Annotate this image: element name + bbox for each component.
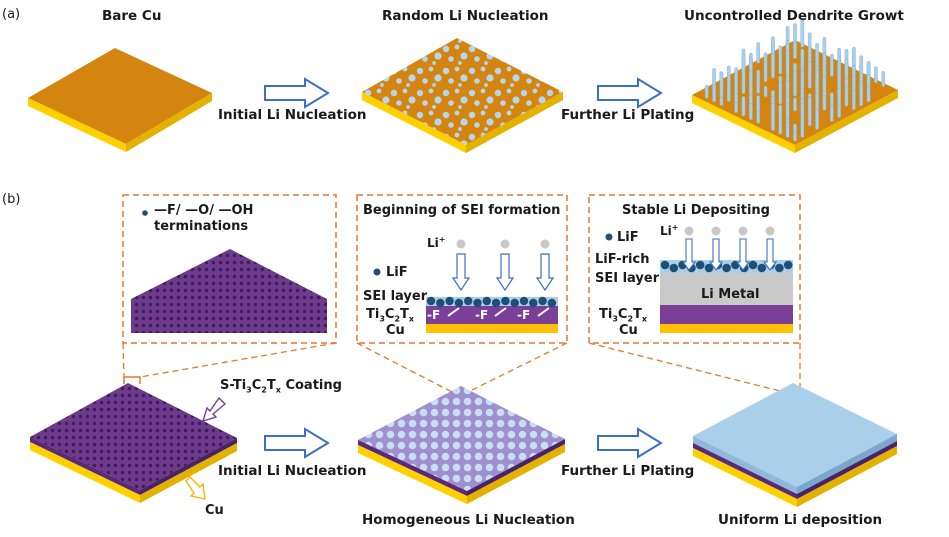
dendrite-cluster [704,17,886,142]
stage-uniform: Uniform Li deposition [718,512,883,528]
arrow-b1 [264,427,330,459]
inset2-title: Beginning of SEI formation [363,203,561,218]
inset3-li-metal: Li Metal [701,287,760,302]
arrow-b1-label: Initial Li Nucleation [218,463,367,479]
inset3-lif: LiF [617,230,639,245]
stage-bare-cu: Bare Cu [102,8,162,24]
inset2-f2: -F [475,308,489,322]
inset2-f3: -F [517,308,531,322]
stage-dendrite-growth: Uncontrolled Dendrite Growth [684,8,904,24]
cu-pointer-arrow [185,476,206,500]
stage-random-nucleation: Random Li Nucleation [382,8,549,24]
coating-label: S-Ti3C2Tx Coating [220,378,342,395]
arrow-a2 [597,77,663,109]
inset3-li-ion: Li+ [660,223,679,238]
dendrite-slab [692,17,898,153]
inset3-cu: Cu [619,323,638,338]
cu-label: Cu [205,503,224,518]
inset2-cu: Cu [386,323,405,338]
panel-a-tag: (a) [2,7,21,22]
inset2-f1: -F [427,308,441,322]
mxene-coated-slab [30,383,237,503]
inset-2-frame [356,194,568,344]
inset2-mxene: Ti3C2Tx [366,307,415,324]
homogeneous-slab [358,386,565,504]
arrow-b2 [597,427,663,459]
panel-b-tag: (b) [2,192,21,207]
arrow-a1 [264,77,330,109]
inset3-mxene: Ti3C2Tx [599,307,648,324]
mxene-zoom [131,249,327,333]
inset2-lif: LiF [386,265,408,280]
arrow-b2-label: Further Li Plating [561,463,695,479]
inset3-lif-rich: LiF-rich [595,252,650,267]
inset-3-frame [588,194,801,344]
bare-cu-slab [28,48,212,152]
inset-3-layers [660,226,793,333]
inset-2-layers [426,239,558,333]
random-nucleation-slab [362,38,563,153]
arrow-a1-label: Initial Li Nucleation [218,107,367,123]
inset2-sei: SEI layer [363,289,428,304]
inset3-sei: SEI layer [595,271,660,286]
zoom-connectors [122,342,801,393]
coating-pointer-arrow [201,396,227,423]
inset3-title: Stable Li Depositing [622,203,770,218]
uniform-slab [693,383,897,507]
stage-homogeneous: Homogeneous Li Nucleation [362,512,575,528]
arrow-a2-label: Further Li Plating [561,107,695,123]
inset1-legend-2: terminations [154,219,249,234]
inset2-li-ion: Li+ [427,235,446,250]
inset1-legend: —F/ —O/ —OH [154,203,254,218]
